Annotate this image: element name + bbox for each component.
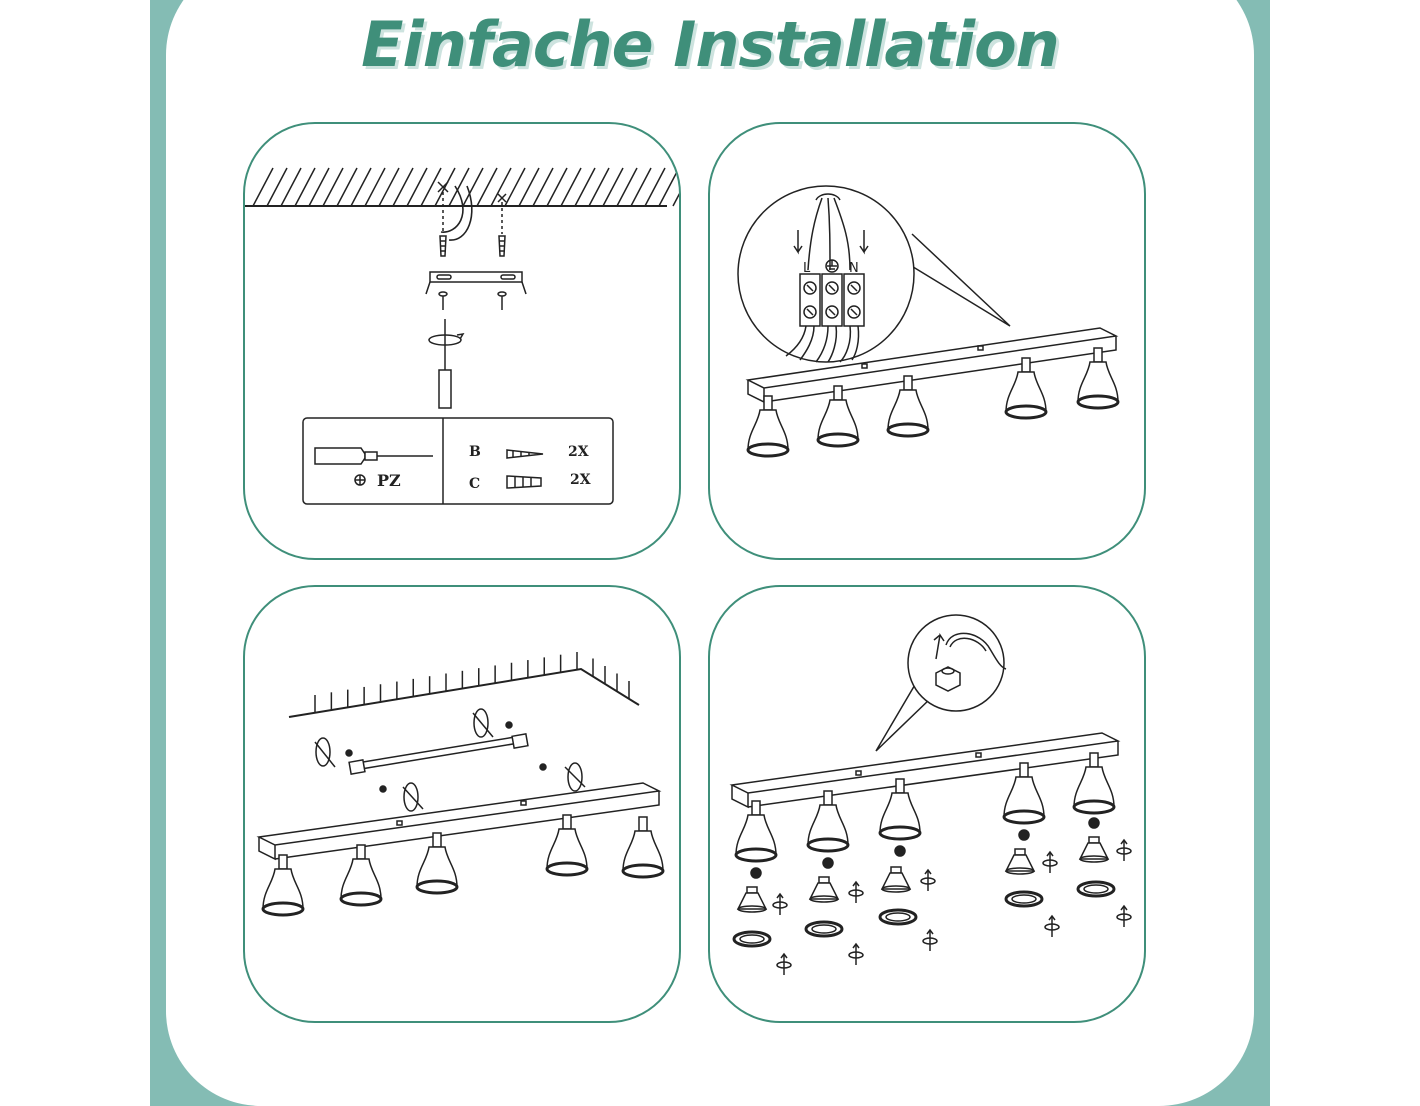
retaining-ring-icon xyxy=(804,920,844,938)
spotlight-icon xyxy=(1076,347,1120,410)
retaining-ring-icon xyxy=(878,908,918,926)
step-2-panel: L N xyxy=(708,122,1146,560)
rotation-arrow-icon xyxy=(1116,838,1132,861)
spotlight-icon xyxy=(1002,762,1046,825)
drill-mark-icon xyxy=(437,181,507,234)
rotation-arrow-icon xyxy=(1116,904,1132,927)
screw-icon xyxy=(438,291,507,310)
bulb-icon xyxy=(880,866,912,893)
spotlight-icon xyxy=(339,844,383,907)
rotation-arrow-icon xyxy=(776,952,792,975)
tool-label: PZ xyxy=(377,471,401,490)
wall-plug-icon xyxy=(439,235,506,257)
parts-legend xyxy=(302,417,614,505)
spotlight-icon xyxy=(878,778,922,841)
rotation-arrow-icon xyxy=(922,928,938,951)
ceiling-edge xyxy=(288,652,640,718)
ceiling-hatch xyxy=(252,167,679,207)
terminal-label-n: N xyxy=(849,261,859,276)
light-rail xyxy=(256,782,662,861)
spotlight-icon xyxy=(816,385,860,448)
spotlight-icon xyxy=(886,375,930,438)
part-code-b: B xyxy=(469,444,481,460)
bulb-icon xyxy=(808,876,840,903)
spotlight-icon xyxy=(1072,752,1116,815)
part-qty-c: 2X xyxy=(570,472,591,488)
bulb-icon xyxy=(1004,848,1036,875)
cable-gland-icon xyxy=(935,666,961,692)
retaining-ring-icon xyxy=(1004,890,1044,908)
retaining-ring-icon xyxy=(1076,880,1116,898)
part-code-c: C xyxy=(469,476,480,492)
rotation-arrow-icon xyxy=(920,868,936,891)
part-qty-b: 2X xyxy=(568,444,589,460)
mounting-bracket xyxy=(425,271,527,295)
terminal-block xyxy=(799,273,865,327)
screw-icon xyxy=(345,721,547,793)
step-1-panel: PZ B 2X C 2X xyxy=(243,122,681,560)
page-title: Einfache Installation xyxy=(361,8,1060,81)
spotlight-icon xyxy=(621,816,665,879)
rotation-arrow-icon xyxy=(848,880,864,903)
screwdriver-icon xyxy=(428,319,465,409)
spotlight-icon xyxy=(734,800,778,863)
rotation-arrow-icon xyxy=(772,892,788,915)
rotation-arrow-icon xyxy=(1044,914,1060,937)
light-rail xyxy=(745,327,1119,404)
bulb-icon xyxy=(1078,836,1110,863)
rotation-arrow-icon xyxy=(848,942,864,965)
step-3-panel xyxy=(243,585,681,1023)
spotlight-icon xyxy=(415,832,459,895)
retaining-ring-icon xyxy=(732,930,772,948)
light-rail xyxy=(729,732,1121,809)
spotlight-icon xyxy=(261,854,305,917)
mounting-bracket xyxy=(348,733,529,775)
rotation-arrow-icon xyxy=(1042,850,1058,873)
rotation-arrow-icon xyxy=(314,708,586,812)
spotlight-icon xyxy=(746,395,790,458)
spotlight-icon xyxy=(806,790,850,853)
spotlight-icon xyxy=(1004,357,1048,420)
spotlight-icon xyxy=(545,814,589,877)
step-4-panel xyxy=(708,585,1146,1023)
bulb-icon xyxy=(736,886,768,913)
cable-detail-callout xyxy=(907,614,1005,712)
ground-icon xyxy=(825,259,839,273)
terminal-label-l: L xyxy=(803,261,811,276)
